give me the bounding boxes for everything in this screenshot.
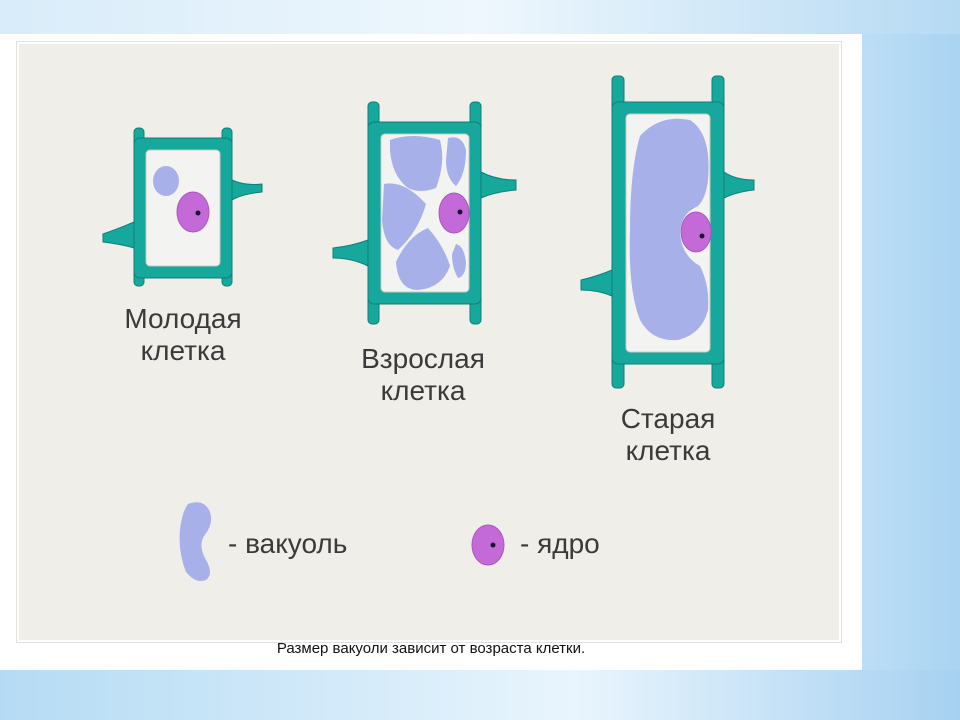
- legend-vacuole-icon: [179, 502, 212, 581]
- adult-cell-label-line1: Взрослая: [361, 343, 485, 374]
- old-cell-nucleolus: [699, 233, 705, 239]
- adult-cell-label-line2: клетка: [380, 375, 466, 406]
- adult-cell-label: Взрослая клетка: [348, 343, 498, 407]
- young-cell-label: Молодая клетка: [108, 303, 258, 367]
- legend-nucleus-icon: [471, 524, 505, 566]
- young-cell-label-line2: клетка: [140, 335, 226, 366]
- adult-cell-vacuoles: [382, 136, 466, 290]
- old-cell: [580, 75, 755, 389]
- adult-cell: [332, 101, 517, 325]
- caption: Размер вакуоли зависит от возраста клетк…: [276, 640, 586, 657]
- old-cell-label: Старая клетка: [593, 403, 743, 467]
- top-band: [0, 0, 960, 34]
- old-cell-label-line1: Старая: [620, 403, 716, 434]
- adult-cell-nucleolus: [457, 209, 463, 215]
- young-cell-vacuole: [153, 166, 179, 196]
- young-cell-nucleus: [176, 191, 210, 233]
- young-cell-label-line1: Молодая: [124, 303, 242, 334]
- old-cell-nucleus: [680, 211, 712, 253]
- legend-nucleolus-icon: [490, 542, 496, 548]
- old-cell-label-line2: клетка: [625, 435, 711, 466]
- young-cell-nucleolus: [195, 210, 201, 216]
- adult-cell-nucleus: [438, 192, 470, 234]
- legend-vacuole-label: - вакуоль: [228, 528, 348, 559]
- young-cell: [102, 127, 263, 287]
- old-cell-vacuole: [629, 118, 709, 341]
- bottom-band: [0, 670, 960, 720]
- legend-nucleus-label: - ядро: [520, 528, 600, 559]
